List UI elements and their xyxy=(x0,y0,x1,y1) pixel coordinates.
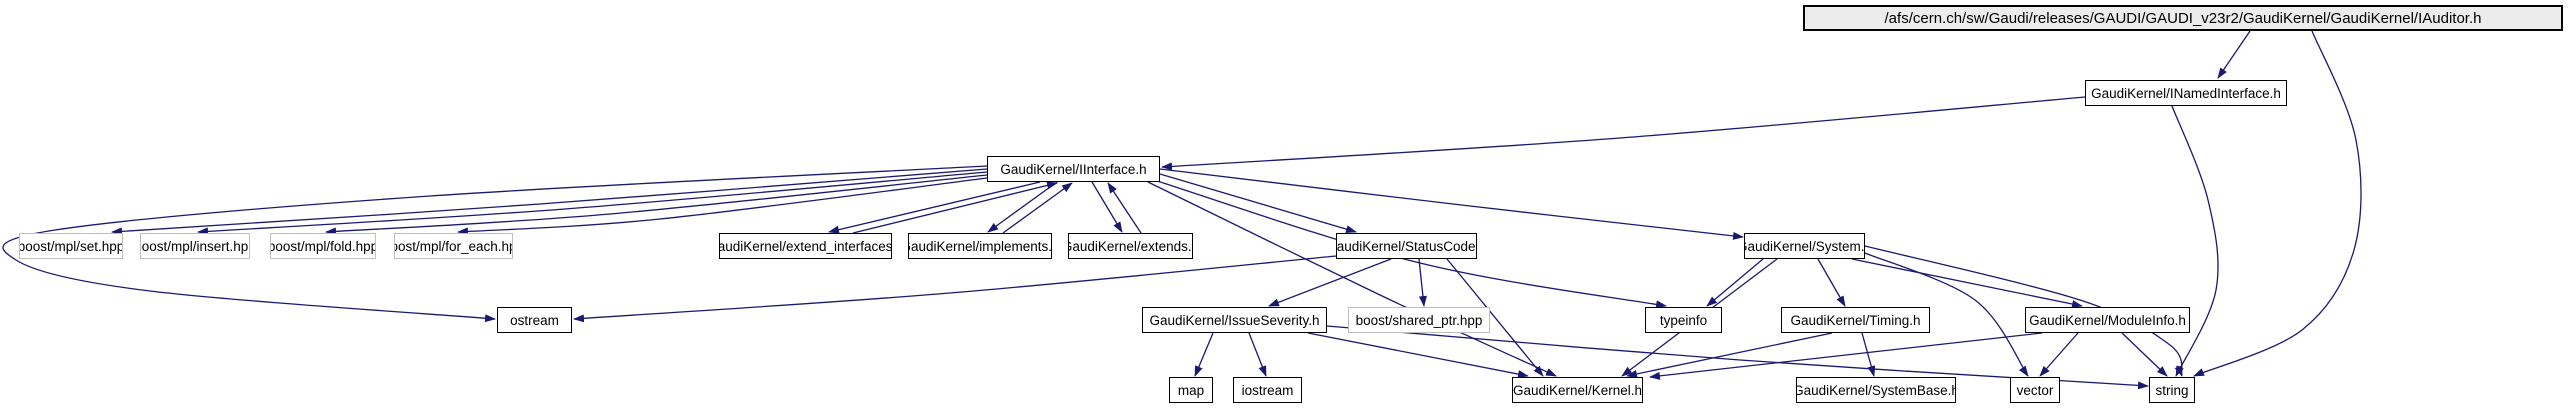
edge-timing-sysbase xyxy=(1861,332,1876,377)
node-kernel[interactable]: GaudiKernel/Kernel.h xyxy=(1512,377,1643,403)
edge-system-timing xyxy=(1817,258,1846,307)
edge-timing-kernel xyxy=(1626,332,1833,378)
edge-modinfo-string xyxy=(2121,332,2168,377)
edge-iface-set xyxy=(111,168,988,236)
edge-ext-iface xyxy=(1107,182,1142,234)
node-iostream: iostream xyxy=(1233,377,1302,403)
edge-iface-foreach xyxy=(457,177,988,236)
edge-impl-iface xyxy=(1002,182,1073,234)
node-status[interactable]: GaudiKernel/StatusCode.h xyxy=(1336,233,1477,259)
edge-modinfo-kernel xyxy=(1649,332,2043,380)
edge-issue-kernel xyxy=(1307,332,1529,379)
node-ostream: ostream xyxy=(497,307,572,333)
edge-iface-ostream xyxy=(2,165,988,323)
edge-issue-map xyxy=(1194,332,1214,377)
edge-extint-iface xyxy=(852,181,1058,234)
node-typeinfo: typeinfo xyxy=(1645,307,1722,333)
edge-modinfo-vector xyxy=(2039,332,2079,377)
node-foreach: boost/mpl/for_each.hpp xyxy=(394,233,513,259)
edge-iface-kernel xyxy=(1147,181,1557,377)
node-map: map xyxy=(1169,377,1213,403)
node-iauditor: /afs/cern.ch/sw/Gaudi/releases/GAUDI/GAU… xyxy=(1803,5,2563,31)
node-fold: boost/mpl/fold.hpp xyxy=(270,233,376,259)
edge-iface-fold xyxy=(325,174,988,236)
node-timing[interactable]: GaudiKernel/Timing.h xyxy=(1781,307,1930,333)
edge-system-modinfo xyxy=(1851,258,2083,308)
edge-iface-system xyxy=(1159,168,1744,240)
edge-status-kernel xyxy=(1446,258,1544,377)
node-ext[interactable]: GaudiKernel/extends.h xyxy=(1068,233,1193,259)
node-modinfo[interactable]: GaudiKernel/ModuleInfo.h xyxy=(2025,307,2190,333)
node-iface[interactable]: GaudiKernel/IInterface.h xyxy=(987,156,1160,182)
edge-iauditor-string xyxy=(2193,30,2362,377)
edge-iface-extint xyxy=(828,181,1041,234)
edge-iauditor-inamed xyxy=(2217,30,2251,79)
node-set: boost/mpl/set.hpp xyxy=(19,233,123,259)
node-extint[interactable]: GaudiKernel/extend_interfaces.h xyxy=(719,233,892,259)
edge-inamed-iface xyxy=(1161,96,2086,171)
edge-status-sharedptr xyxy=(1418,258,1427,307)
edge-system-typeinfo xyxy=(1706,258,1764,307)
edge-status-issue xyxy=(1268,258,1392,307)
edge-iface-status xyxy=(1159,173,1357,233)
edge-iface-ext xyxy=(1091,181,1123,233)
edge-inamed-string xyxy=(2171,105,2219,377)
node-inamed[interactable]: GaudiKernel/INamedInterface.h xyxy=(2085,80,2287,106)
node-impl[interactable]: GaudiKernel/implements.h xyxy=(908,233,1052,259)
edge-status-ostream xyxy=(573,255,1337,323)
edge-issue-iostream xyxy=(1248,332,1267,377)
node-vector: vector xyxy=(2010,377,2060,403)
edge-iface-impl xyxy=(987,181,1058,233)
node-system[interactable]: GaudiKernel/System.h xyxy=(1744,233,1865,259)
node-sharedptr: boost/shared_ptr.hpp xyxy=(1348,307,1490,333)
node-sysbase[interactable]: GaudiKernel/SystemBase.h xyxy=(1796,377,1956,403)
node-insert: boost/mpl/insert.hpp xyxy=(140,233,250,259)
edge-system-vector xyxy=(1864,252,2029,377)
node-issue[interactable]: GaudiKernel/IssueSeverity.h xyxy=(1142,307,1327,333)
edge-iface-insert xyxy=(197,171,988,236)
node-string: string xyxy=(2149,377,2195,403)
